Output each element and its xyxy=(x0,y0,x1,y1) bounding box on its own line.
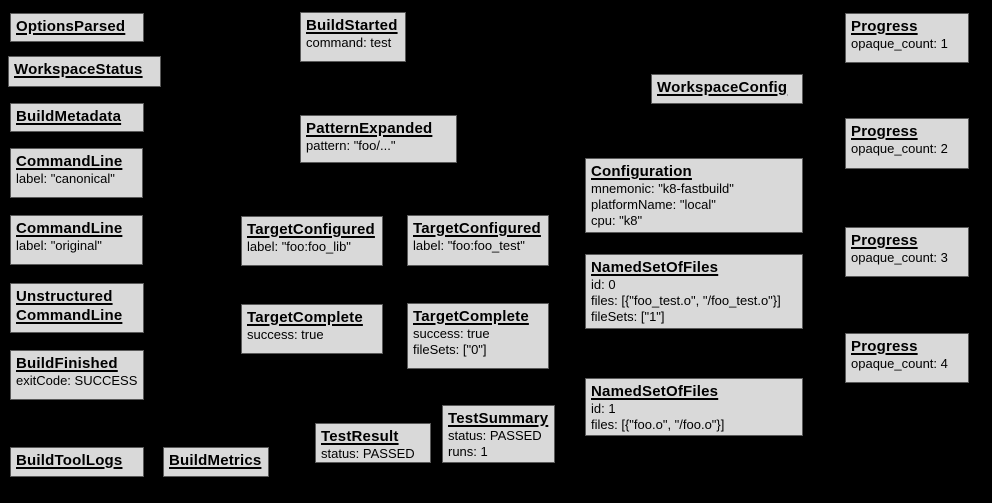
node-title: TargetComplete xyxy=(247,309,363,326)
node-title: BuildMetrics xyxy=(169,452,262,469)
node-attribute-line: id: 1 xyxy=(591,401,616,416)
node-attribute-line: id: 0 xyxy=(591,277,616,292)
node-title: Configuration xyxy=(591,163,692,180)
node-attribute-line: exitCode: SUCCESS xyxy=(16,373,138,388)
node-title: TargetComplete xyxy=(413,308,529,325)
node-attribute-line: fileSets: ["0"] xyxy=(413,342,487,357)
node-title: BuildFinished xyxy=(16,355,118,372)
node-attribute-line: files: [{"foo.o", "/foo.o"}] xyxy=(591,417,725,432)
node-attribute-line: success: true xyxy=(247,327,324,342)
node-build-metrics: BuildMetrics xyxy=(163,447,269,477)
node-attribute-line: cpu: "k8" xyxy=(591,213,643,228)
node-title: TargetConfigured xyxy=(247,221,375,238)
node-title: BuildToolLogs xyxy=(16,452,123,469)
node-attribute-line: opaque_count: 4 xyxy=(851,356,948,371)
node-attribute-line: pattern: "foo/..." xyxy=(306,138,396,153)
node-title: Unstructured CommandLine xyxy=(16,288,123,324)
node-title: NamedSetOfFiles xyxy=(591,259,719,276)
node-attribute-line: fileSets: ["1"] xyxy=(591,309,665,324)
node-attribute-line: platformName: "local" xyxy=(591,197,716,212)
node-title: CommandLine xyxy=(16,220,123,237)
node-attribute-line: mnemonic: "k8-fastbuild" xyxy=(591,181,734,196)
node-title: CommandLine xyxy=(16,153,123,170)
node-attribute-line: success: true xyxy=(413,326,490,341)
node-unstructured-command-line: Unstructured CommandLine xyxy=(10,283,144,333)
node-attribute-line: label: "foo:foo_test" xyxy=(413,238,525,253)
node-title: BuildMetadata xyxy=(16,108,122,125)
node-title: Progress xyxy=(851,338,918,355)
node-title: OptionsParsed xyxy=(16,18,126,35)
node-title: Progress xyxy=(851,18,918,35)
node-attribute-line: opaque_count: 3 xyxy=(851,250,948,265)
node-title: BuildStarted xyxy=(306,17,398,34)
node-title: WorkspaceStatus xyxy=(14,61,143,78)
node-title: PatternExpanded xyxy=(306,120,433,137)
node-workspace-config: WorkspaceConfig xyxy=(651,74,803,104)
node-attribute-line: opaque_count: 2 xyxy=(851,141,948,156)
node-title: TestResult xyxy=(321,428,399,445)
node-attribute-line: files: [{"foo_test.o", "/foo_test.o"}] xyxy=(591,293,781,308)
node-title: Progress xyxy=(851,232,918,249)
node-build-tool-logs: BuildToolLogs xyxy=(10,447,144,477)
node-options-parsed: OptionsParsed xyxy=(10,13,144,42)
node-title: Progress xyxy=(851,123,918,140)
node-title: WorkspaceConfig xyxy=(657,79,788,96)
node-attribute-line: runs: 1 xyxy=(448,444,488,459)
node-attribute-line: command: test xyxy=(306,35,392,50)
node-attribute-line: label: "foo:foo_lib" xyxy=(247,239,351,254)
node-build-metadata: BuildMetadata xyxy=(10,103,144,132)
node-title: TestSummary xyxy=(448,410,549,427)
node-attribute-line: status: PASSED xyxy=(448,428,542,443)
node-workspace-status: WorkspaceStatus xyxy=(8,56,161,87)
node-attribute-line: status: PASSED xyxy=(321,446,415,461)
node-title: NamedSetOfFiles xyxy=(591,383,719,400)
node-title: TargetConfigured xyxy=(413,220,541,237)
node-attribute-line: label: "canonical" xyxy=(16,171,115,186)
node-attribute-line: label: "original" xyxy=(16,238,102,253)
node-attribute-line: opaque_count: 1 xyxy=(851,36,948,51)
